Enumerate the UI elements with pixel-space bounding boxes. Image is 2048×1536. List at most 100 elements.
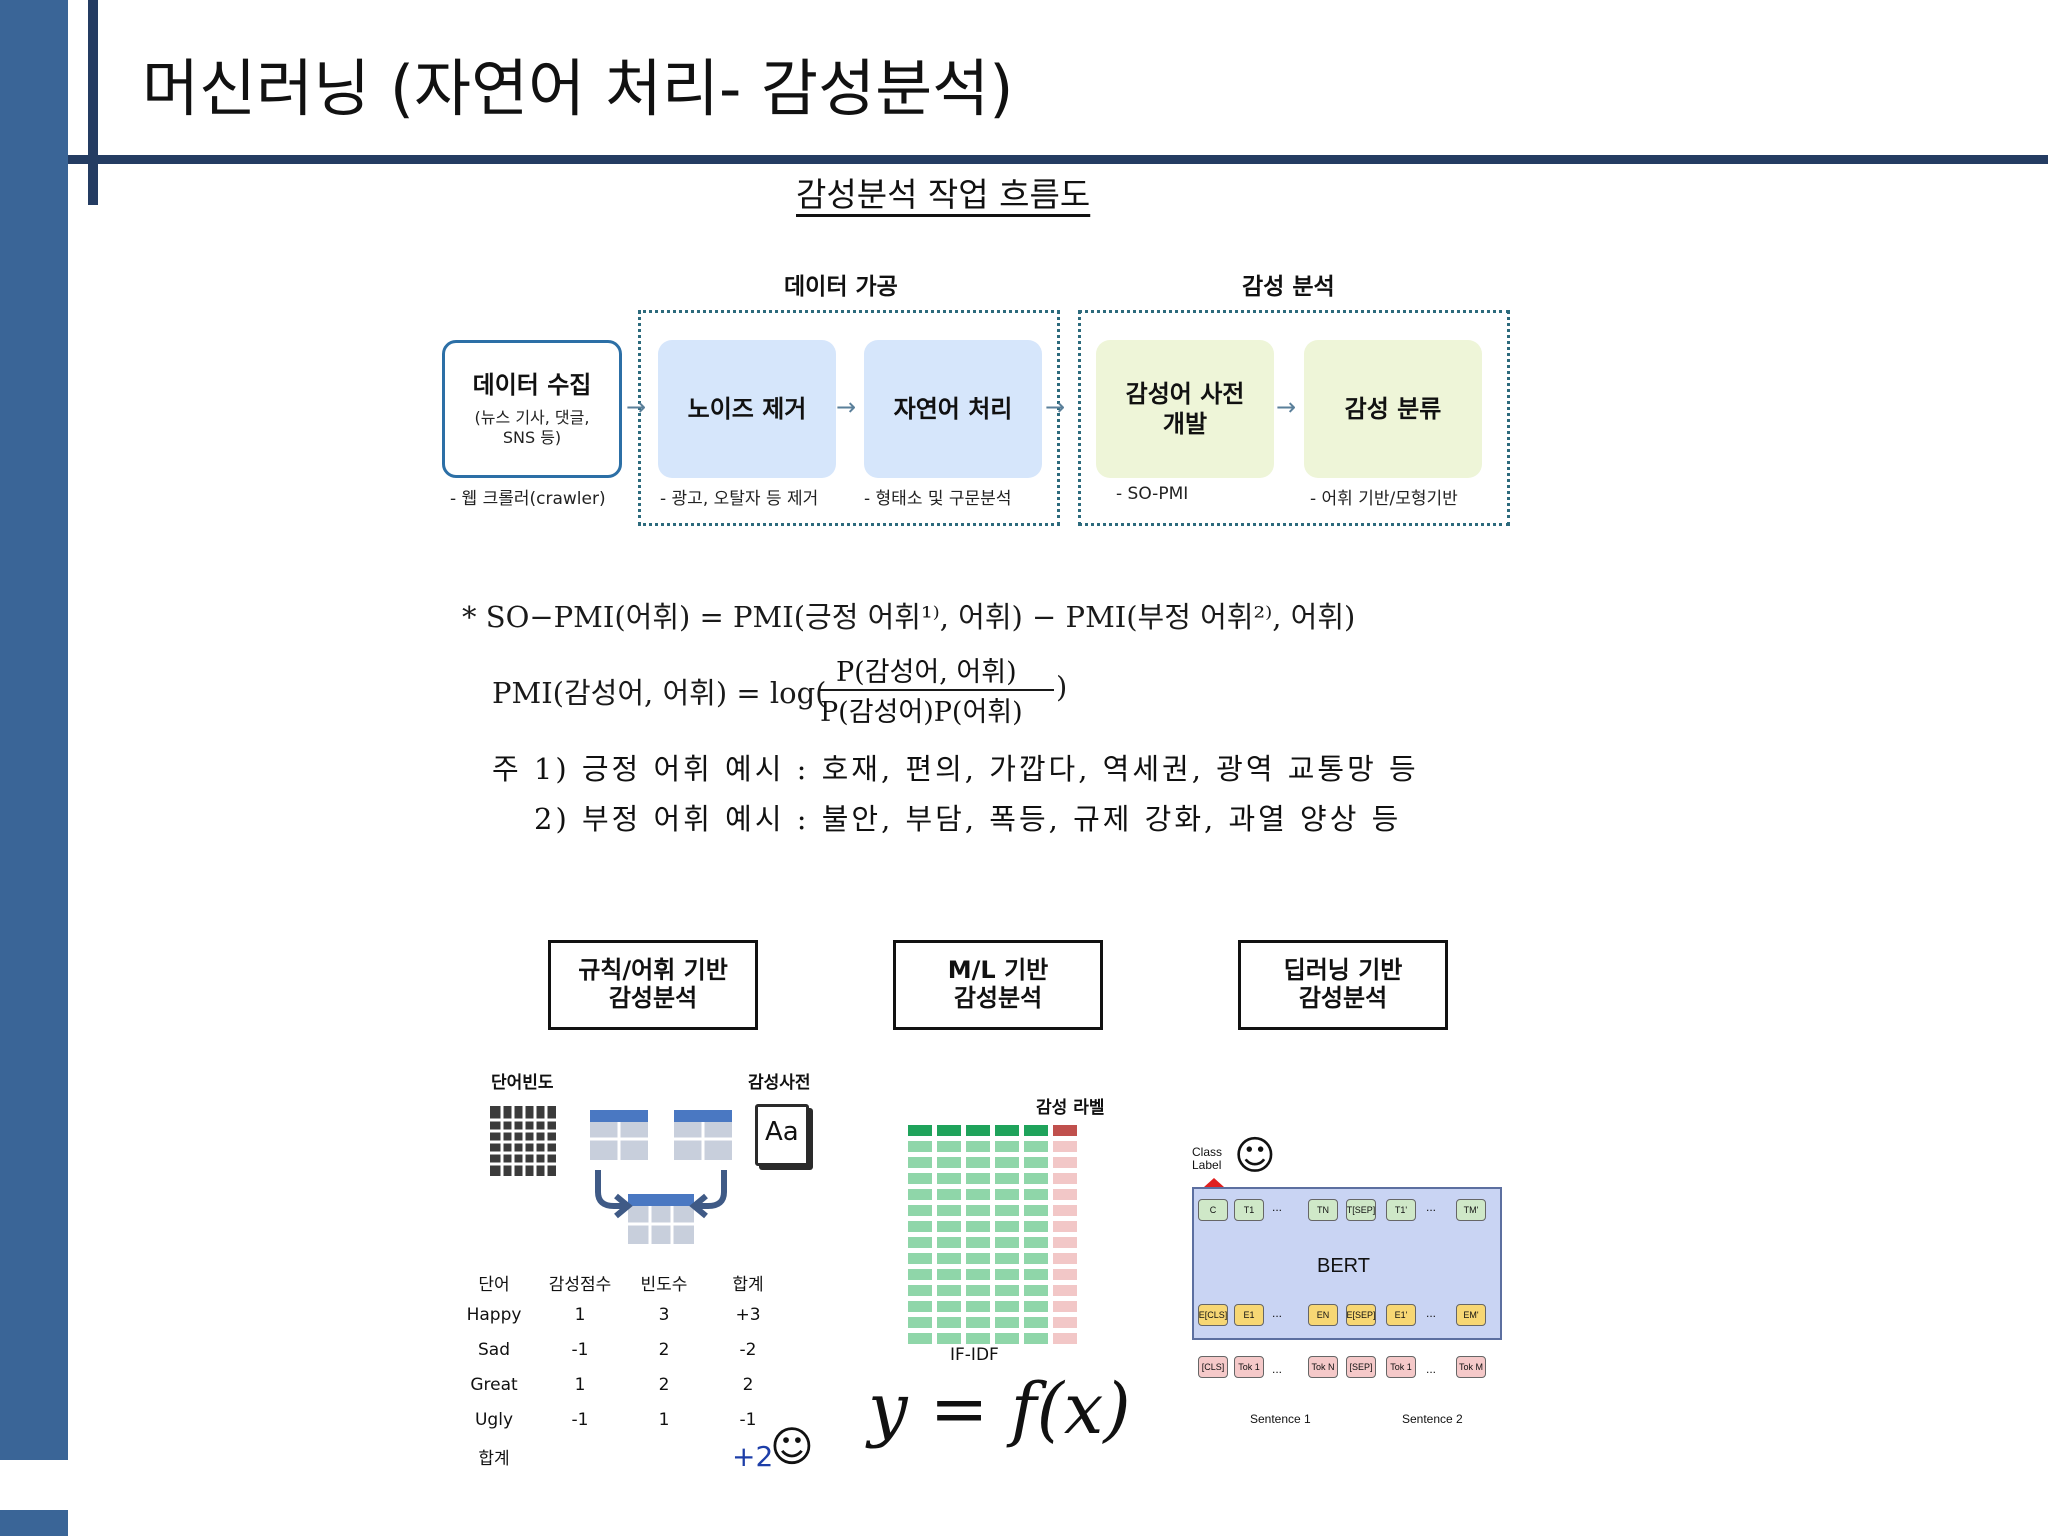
feature-cell	[1024, 1173, 1048, 1184]
feature-cell	[966, 1189, 990, 1200]
method-label: M/L 기반 감성분석	[947, 956, 1049, 1012]
title-horizontal-rule	[68, 155, 2048, 164]
left-bar-notch	[0, 1460, 68, 1510]
stage-label: 자연어 처리	[893, 395, 1013, 423]
feature-cell	[908, 1285, 932, 1296]
table-cell: Great	[470, 1375, 518, 1395]
label-cell	[1053, 1221, 1077, 1232]
feature-cell	[908, 1205, 932, 1216]
method-rule-based: 규칙/어휘 기반 감성분석	[548, 940, 758, 1030]
label-cell	[1053, 1301, 1077, 1312]
feature-cell	[908, 1141, 932, 1152]
table-header-cell: 단어	[478, 1275, 510, 1295]
feature-cell	[995, 1189, 1019, 1200]
feature-cell	[1024, 1205, 1048, 1216]
token-ellipsis: ...	[1272, 1362, 1283, 1376]
label-cell	[1053, 1125, 1077, 1136]
feature-cell	[1024, 1125, 1048, 1136]
feature-cell	[995, 1285, 1019, 1296]
method-dl-based: 딥러닝 기반 감성분석	[1238, 940, 1448, 1030]
label-cell	[1053, 1269, 1077, 1280]
stage-note: - 어휘 기반/모형기반	[1310, 489, 1458, 509]
feature-cell	[908, 1237, 932, 1248]
feature-cell	[937, 1237, 961, 1248]
feature-cell	[966, 1317, 990, 1328]
feature-cell	[966, 1333, 990, 1344]
table-cell: 2	[658, 1340, 670, 1360]
positive-words-note: 주 1) 긍정 어휘 예시 : 호재, 편의, 가깝다, 역세권, 광역 교통망…	[492, 752, 1419, 786]
feature-cell	[937, 1189, 961, 1200]
feature-cell	[908, 1173, 932, 1184]
feature-cell	[937, 1301, 961, 1312]
feature-cell	[937, 1141, 961, 1152]
table-header-cell: 감성점수	[548, 1275, 612, 1295]
label-cell	[1053, 1173, 1077, 1184]
pmi-denominator: P(감성어)P(어휘)	[820, 697, 1023, 728]
feature-cell	[908, 1333, 932, 1344]
ml-caption: IF-IDF	[950, 1345, 999, 1365]
feature-cell	[1024, 1189, 1048, 1200]
flow-title: 감성분석 작업 흐름도	[796, 175, 1091, 214]
sentence-1-label: Sentence 1	[1250, 1412, 1311, 1426]
feature-cell	[1024, 1157, 1048, 1168]
slide-title: 머신러닝 (자연어 처리- 감성분석)	[142, 52, 1014, 125]
label-cell	[1053, 1237, 1077, 1248]
stage-label: 감성어 사전 개발	[1125, 380, 1245, 438]
group-box-analysis	[1078, 310, 1510, 526]
bert-model-label: BERT	[1317, 1255, 1370, 1277]
feature-cell	[966, 1221, 990, 1232]
stage-note: - SO-PMI	[1116, 484, 1189, 504]
feature-cell	[937, 1157, 961, 1168]
method-label: 딥러닝 기반 감성분석	[1283, 956, 1403, 1012]
method-label: 규칙/어휘 기반 감성분석	[578, 956, 728, 1012]
smiley-icon: ☺	[1234, 1133, 1276, 1179]
stage-data-collection: 데이터 수집 (뉴스 기사, 댓글, SNS 등)	[442, 340, 622, 478]
feature-cell	[937, 1125, 961, 1136]
left-sidebar-bar	[0, 0, 68, 1536]
sentiment-label-title: 감성 라벨	[1036, 1098, 1105, 1118]
table-cell: Ugly	[474, 1410, 514, 1430]
fraction-line	[818, 689, 1054, 691]
group-box-processing	[638, 310, 1060, 526]
feature-cell	[966, 1205, 990, 1216]
stage-sentiment-dictionary: 감성어 사전 개발	[1096, 340, 1274, 478]
feature-cell	[1024, 1269, 1048, 1280]
feature-cell	[995, 1125, 1019, 1136]
label-cell	[1053, 1205, 1077, 1216]
table-cell: 2	[658, 1375, 670, 1395]
feature-cell	[908, 1301, 932, 1312]
embedding-token: E1'	[1386, 1304, 1416, 1326]
dictionary-icon-text: Aa	[765, 1117, 799, 1147]
feature-cell	[908, 1253, 932, 1264]
feature-cell	[995, 1221, 1019, 1232]
input-token: Tok M	[1456, 1356, 1486, 1378]
input-token: Tok 1	[1386, 1356, 1416, 1378]
stage-note: - 광고, 오탈자 등 제거	[660, 489, 819, 509]
pmi-formula-left: PMI(감성어, 어휘) = log(	[492, 676, 827, 710]
embedding-token: E[SEP]	[1346, 1304, 1376, 1326]
tfidf-matrix	[908, 1125, 1077, 1344]
table-header-cell: 합계	[732, 1275, 764, 1295]
group-label-analysis: 감성 분석	[1242, 274, 1335, 300]
feature-cell	[995, 1237, 1019, 1248]
feature-cell	[937, 1253, 961, 1264]
table-total-label: 합계	[478, 1449, 510, 1469]
label-cell	[1053, 1333, 1077, 1344]
feature-cell	[995, 1173, 1019, 1184]
feature-cell	[937, 1269, 961, 1280]
embedding-token: E1	[1234, 1304, 1264, 1326]
feature-cell	[1024, 1285, 1048, 1296]
feature-cell	[937, 1221, 961, 1232]
feature-cell	[995, 1205, 1019, 1216]
feature-cell	[995, 1253, 1019, 1264]
table-cell: Sad	[478, 1340, 510, 1360]
token-ellipsis: ...	[1426, 1362, 1437, 1376]
table-cell: 2	[742, 1375, 754, 1395]
stage-sublabel: (뉴스 기사, 댓글, SNS 등)	[474, 408, 590, 447]
ml-function-formula: y = f(x)	[868, 1368, 1131, 1450]
sentence-2-label: Sentence 2	[1402, 1412, 1463, 1426]
label-cell	[1053, 1157, 1077, 1168]
class-label-caption: Class Label	[1192, 1145, 1223, 1173]
feature-cell	[966, 1237, 990, 1248]
flow-arrow: →	[1045, 393, 1066, 421]
